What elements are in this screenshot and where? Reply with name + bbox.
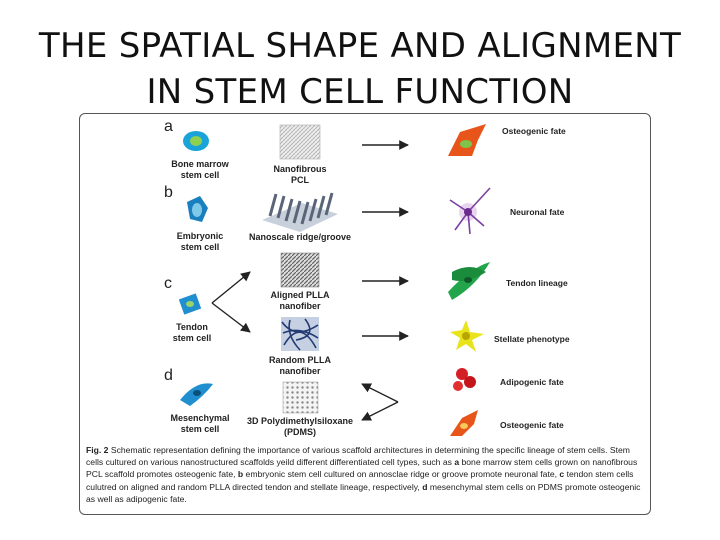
arrow-tendon-down [211,302,251,333]
caption-text-5: mesenchymal stem cells on PDMS promote o… [86,481,641,504]
caption-text-3: embryonic stem cell cultured on annoscla… [243,469,560,480]
caption-letter-a: a [454,457,460,468]
tendon-stem-cell-icon [178,293,202,315]
arrow-tendon-up [211,271,251,304]
fate-label-adipogenic: Adipogenic fate [500,377,564,387]
caption-letter-b: b [237,469,244,480]
slide-title-line-2: IN STEM CELL FUNCTION [146,72,574,112]
pdms-scaffold-icon [282,381,319,414]
caption-text-4: tendon stem cells culutred on aligned an… [86,469,634,492]
scaffold-label-pdms: 3D Polydimethylsiloxane(PDMS) [246,416,354,437]
panel-letter-c: c [164,275,172,292]
caption-text-1: Schematic representation defining the im… [86,445,630,468]
panel-letter-a: a [164,118,173,135]
panel-letter-d: d [164,367,173,384]
aligned-plla-nanofiber-icon [280,252,320,288]
random-plla-nanofiber-icon [281,317,319,351]
osteogenic-cell-icon-d [450,410,478,436]
tendon-lineage-cell-icon [448,262,490,300]
caption-letter-c: c [559,469,565,480]
caption-label: Fig. 2 [86,445,109,455]
adipogenic-cell-icon [453,368,476,391]
fate-label-osteogenic-a: Osteogenic fate [502,126,566,136]
figure-caption: Fig. 2 Schematic representation defining… [86,444,646,505]
neuronal-cell-icon [449,187,491,235]
stellate-cell-icon [450,320,484,352]
slide-title-line-1: THE SPATIAL SHAPE AND ALIGNMENT [38,26,682,66]
arrow-d-up [361,383,399,403]
bone-marrow-stem-cell-icon [183,131,209,151]
figure-panel [79,113,651,515]
caption-text-2: bone marrow stem cells grown on nanofibr… [86,457,638,480]
arrow-d-down [361,401,399,421]
osteogenic-cell-icon-a [448,124,486,156]
fate-label-osteogenic-d: Osteogenic fate [500,420,564,430]
nanofibrous-pcl-scaffold-icon [279,124,321,160]
embryonic-stem-cell-icon [187,196,208,222]
scaffold-label-ridge: Nanoscale ridge/groove [248,232,352,242]
fate-label-stellate: Stellate phenotype [494,334,570,344]
caption-letter-d: d [422,481,428,492]
fate-label-neuronal: Neuronal fate [510,207,565,217]
mesenchymal-stem-cell-icon [180,383,213,406]
fate-label-tendon: Tendon lineage [506,278,568,288]
panel-letter-b: b [164,184,173,201]
nanoscale-ridge-groove-scaffold-icon [262,192,338,232]
